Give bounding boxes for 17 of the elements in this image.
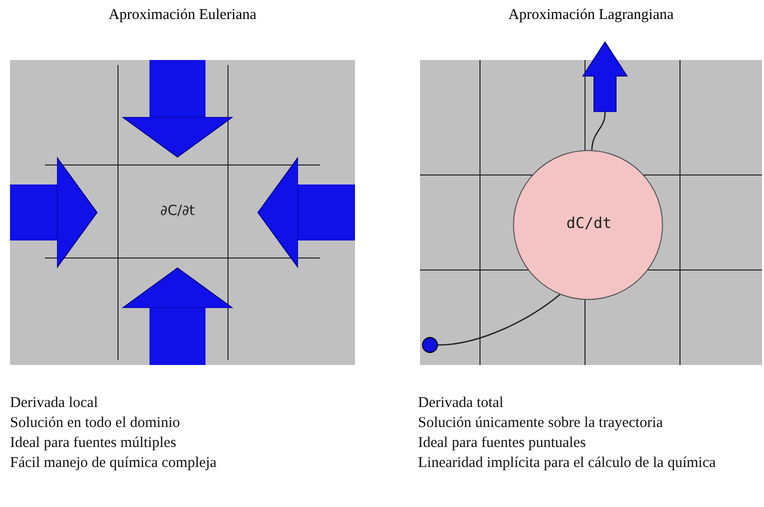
flux-arrow [10, 157, 98, 268]
description-text: Fácil manejo de química compleja [10, 454, 218, 473]
description-text: Ideal para fuentes puntuales [418, 434, 587, 453]
description-text: Ideal para fuentes múltiples [10, 434, 178, 453]
description-text: Linearidad implícita para el cálculo de la química [418, 454, 717, 473]
flux-arrow [122, 60, 233, 158]
flux-arrow [258, 157, 355, 268]
formula-text: dC/dt [565, 214, 613, 232]
panel-heading: Aproximación Lagrangiana [507, 7, 675, 24]
description-text: Derivada total [418, 394, 504, 413]
description-text: Solución en todo el dominio [10, 414, 181, 433]
flux-arrow [122, 268, 233, 365]
trajectory-line [438, 294, 560, 346]
formula-text: ∂C/∂t [159, 202, 196, 218]
description-text: Solución únicamente sobre la trayectoria [418, 414, 664, 433]
panel-heading: Aproximación Euleriana [108, 7, 258, 24]
description-text: Derivada local [10, 394, 99, 413]
